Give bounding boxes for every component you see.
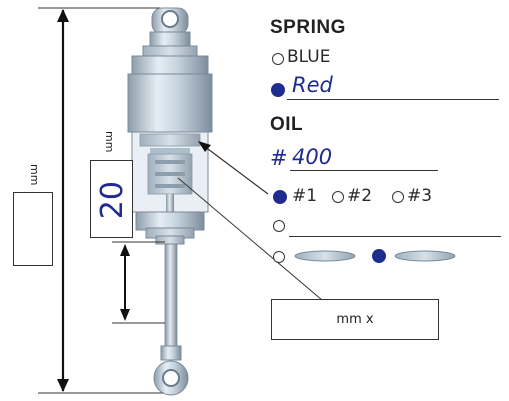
oil-hash-prefix: # [270,146,288,170]
oil-option-3-radio[interactable] [392,191,404,203]
eye-dimension-text: mm x [336,312,374,327]
oil-option-3-label: #3 [407,186,433,206]
oil-other-underline [289,236,501,237]
oil-weight-underline [290,170,438,171]
overall-length-box[interactable] [13,192,53,266]
oil-option-1-radio-selected[interactable] [273,190,287,204]
oil-weight-value: 400 [292,145,333,169]
overall-length-unit: mm [28,164,41,186]
stroke-value: 20 [94,180,130,220]
oil-other-radio[interactable] [273,220,285,232]
oil-heading: OIL [270,114,304,135]
shim-icon-a [294,250,356,262]
spring-custom-radio-selected[interactable] [271,83,285,97]
piston-rod [160,243,182,361]
stroke-box[interactable] [90,160,133,238]
eye-dimension-box[interactable] [271,299,439,340]
spring-blue-label: BLUE [287,47,331,67]
spring-custom-underline [287,99,499,100]
spring-custom-value: Red [292,73,333,97]
overall-length-arrow [38,7,168,394]
spring-heading: SPRING [270,17,346,38]
oil-option-1-label: #1 [292,186,318,206]
cutaway-body [131,131,209,213]
bottom-eye-mount [153,360,189,396]
shim-icon-b [394,250,456,262]
oil-option-2-radio[interactable] [332,191,344,203]
top-eye-mount [142,7,198,59]
spring-blue-radio[interactable] [272,53,284,65]
shim-option-b-radio-selected[interactable] [372,249,386,263]
leader-lines [177,141,323,301]
stroke-dimension [112,241,165,324]
upper-reservoir [127,55,213,133]
shim-option-a-radio[interactable] [273,251,285,263]
stroke-unit: mm [103,131,116,153]
oil-option-2-label: #2 [347,186,373,206]
seal-head [135,211,205,245]
